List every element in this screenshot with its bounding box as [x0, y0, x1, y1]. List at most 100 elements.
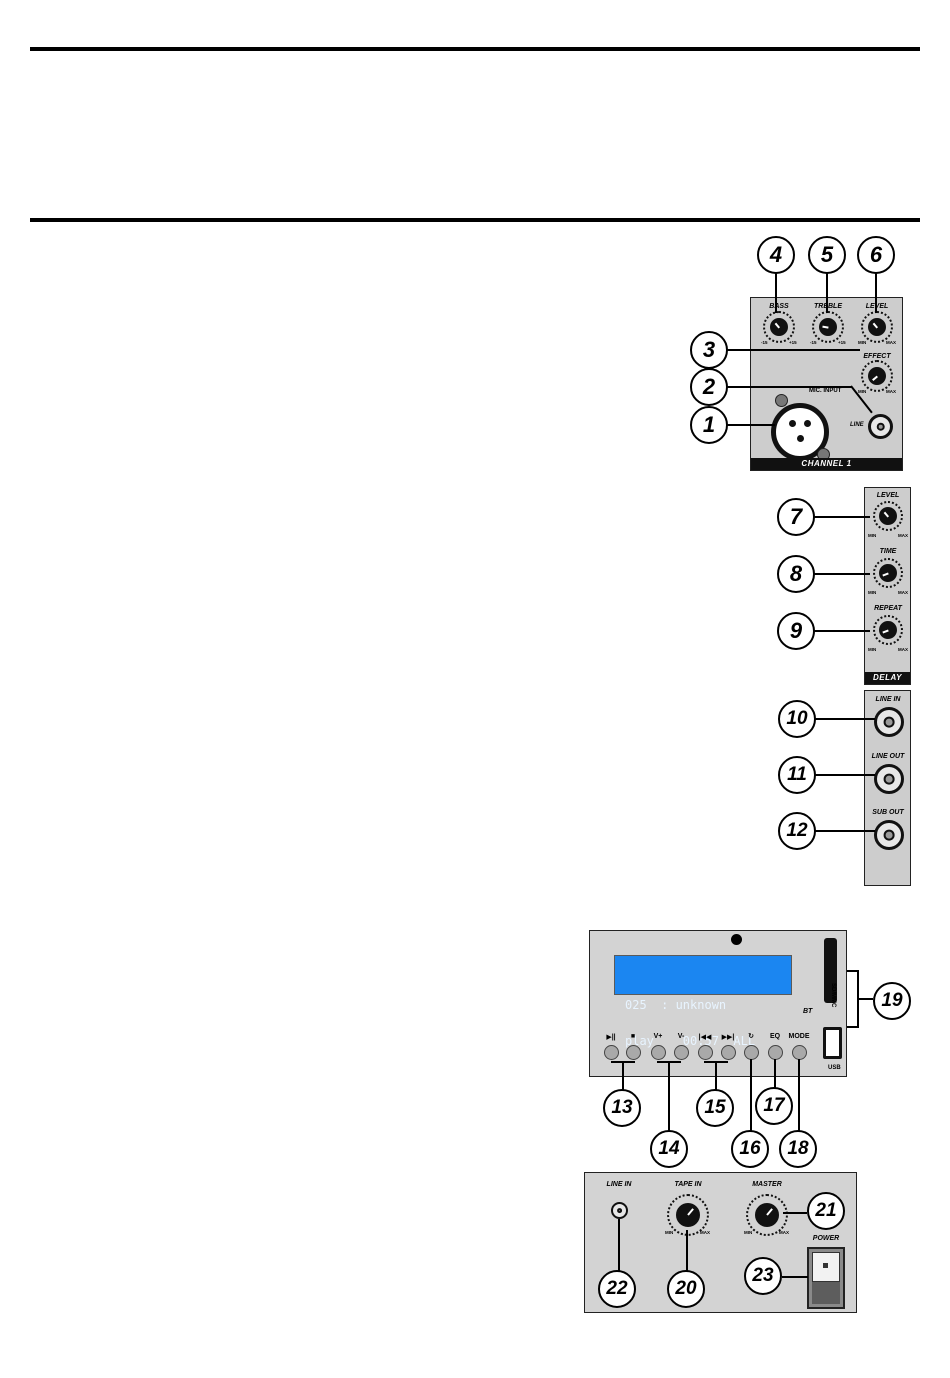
repeat-button[interactable]: [744, 1045, 759, 1060]
callout-12: 12: [778, 812, 816, 850]
mode-button[interactable]: [792, 1045, 807, 1060]
leader-10: [815, 718, 875, 720]
effect-max-label: MAX: [886, 389, 896, 394]
channel-panel-footer: CHANNEL 1: [751, 458, 902, 470]
callout-9: 9: [777, 612, 815, 650]
delay-level-max: MAX: [898, 533, 908, 538]
channel-panel: BASS -15 +15 TREBLE -15 +15 LEVEL MIN MA…: [750, 297, 903, 471]
play-pause-label: ▶||: [606, 1034, 616, 1041]
delay-repeat-max: MAX: [898, 647, 908, 652]
leader-7: [814, 516, 870, 518]
level-label: LEVEL: [865, 303, 889, 310]
bass-knob[interactable]: [770, 318, 788, 336]
callout-5: 5: [808, 236, 846, 274]
effect-knob-scale: [861, 360, 893, 392]
callout-15: 15: [696, 1089, 734, 1127]
stop-label: ■: [630, 1033, 636, 1040]
delay-time-max: MAX: [898, 590, 908, 595]
callout-17: 17: [755, 1087, 793, 1125]
prev-button[interactable]: [698, 1045, 713, 1060]
delay-time-min: MIN: [868, 590, 877, 595]
lcd-line-2: play 00:57 ALL: [625, 1034, 756, 1048]
leader-15: [715, 1061, 717, 1090]
callout-6: 6: [857, 236, 895, 274]
leader-23: [782, 1276, 808, 1278]
level-knob-scale: [861, 311, 893, 343]
tape-in-knob[interactable]: [676, 1203, 700, 1227]
vol-up-button[interactable]: [651, 1045, 666, 1060]
leader-3: [727, 349, 860, 351]
leader-21: [783, 1212, 807, 1214]
callout-16: 16: [731, 1130, 769, 1168]
usb-port[interactable]: [823, 1027, 842, 1059]
master-knob[interactable]: [755, 1203, 779, 1227]
leader-1: [727, 424, 775, 426]
treble-knob[interactable]: [819, 318, 837, 336]
power-label: POWER: [812, 1235, 840, 1242]
leader-6: [875, 273, 877, 313]
callout-10: 10: [778, 700, 816, 738]
delay-panel: LEVEL MIN MAX TIME MIN MAX REPEAT MIN MA…: [864, 487, 911, 685]
level-min-label: MIN: [858, 340, 867, 345]
leader-22: [618, 1219, 620, 1271]
tape-in-max: MAX: [700, 1230, 710, 1235]
top-rule: [30, 47, 920, 51]
player-panel: 025 : unknown play 00:57 ALL BT SD/MMC U…: [589, 930, 847, 1077]
bass-min-label: -15: [761, 340, 768, 345]
usb-label: USB: [828, 1065, 841, 1071]
sd-card-slot[interactable]: [824, 938, 837, 1003]
bass-knob-scale: [763, 311, 795, 343]
callout-13: 13: [603, 1089, 641, 1127]
power-switch[interactable]: [807, 1247, 845, 1309]
section-rule: [30, 218, 920, 222]
vol-down-label: V-: [677, 1033, 685, 1040]
bracket-19-top: [847, 970, 859, 972]
next-button[interactable]: [721, 1045, 736, 1060]
line-input-jack[interactable]: [868, 414, 893, 439]
eq-label: EQ: [769, 1033, 781, 1040]
leader-2: [727, 386, 852, 388]
io-line-out-jack[interactable]: [874, 764, 904, 794]
delay-level-knob[interactable]: [879, 507, 897, 525]
callout-22: 22: [598, 1270, 636, 1308]
tape-in-scale: [667, 1194, 709, 1236]
callout-21: 21: [807, 1192, 845, 1230]
leader-18: [798, 1059, 800, 1131]
master-max: MAX: [779, 1230, 789, 1235]
mic-input-label: MIC. INPUT: [809, 388, 842, 394]
eq-button[interactable]: [768, 1045, 783, 1060]
leader-4: [775, 273, 777, 313]
callout-19: 19: [873, 982, 911, 1020]
repeat-label: ↻: [748, 1033, 754, 1040]
play-pause-button[interactable]: [604, 1045, 619, 1060]
lcd-display: 025 : unknown play 00:57 ALL: [614, 955, 792, 1047]
mode-label: MODE: [788, 1033, 810, 1040]
io-line-in-jack[interactable]: [874, 707, 904, 737]
ir-sensor: [731, 934, 742, 945]
leader-16: [750, 1059, 752, 1131]
delay-level-min: MIN: [868, 533, 877, 538]
delay-level-label: LEVEL: [876, 492, 900, 499]
bracket-19-bottom: [847, 1026, 859, 1028]
leader-8: [814, 573, 870, 575]
bass-label: BASS: [769, 303, 789, 310]
bass-max-label: +15: [789, 340, 797, 345]
leader-19: [857, 998, 873, 1000]
next-label: ▶▶|: [721, 1034, 735, 1041]
leader-14: [668, 1061, 670, 1131]
bt-label: BT: [803, 1008, 813, 1015]
level-knob[interactable]: [868, 318, 886, 336]
master-line-in-jack[interactable]: [611, 1202, 628, 1219]
delay-level-scale: [873, 501, 903, 531]
stop-button[interactable]: [626, 1045, 641, 1060]
io-sub-out-jack[interactable]: [874, 820, 904, 850]
delay-repeat-knob[interactable]: [879, 621, 897, 639]
delay-repeat-min: MIN: [868, 647, 877, 652]
vol-down-button[interactable]: [674, 1045, 689, 1060]
delay-time-knob[interactable]: [879, 564, 897, 582]
effect-knob[interactable]: [868, 367, 886, 385]
sd-mmc-label: SD/MMC: [830, 983, 836, 1008]
treble-label: TREBLE: [814, 303, 842, 310]
effect-min-label: MIN: [858, 389, 867, 394]
callout-7: 7: [777, 498, 815, 536]
